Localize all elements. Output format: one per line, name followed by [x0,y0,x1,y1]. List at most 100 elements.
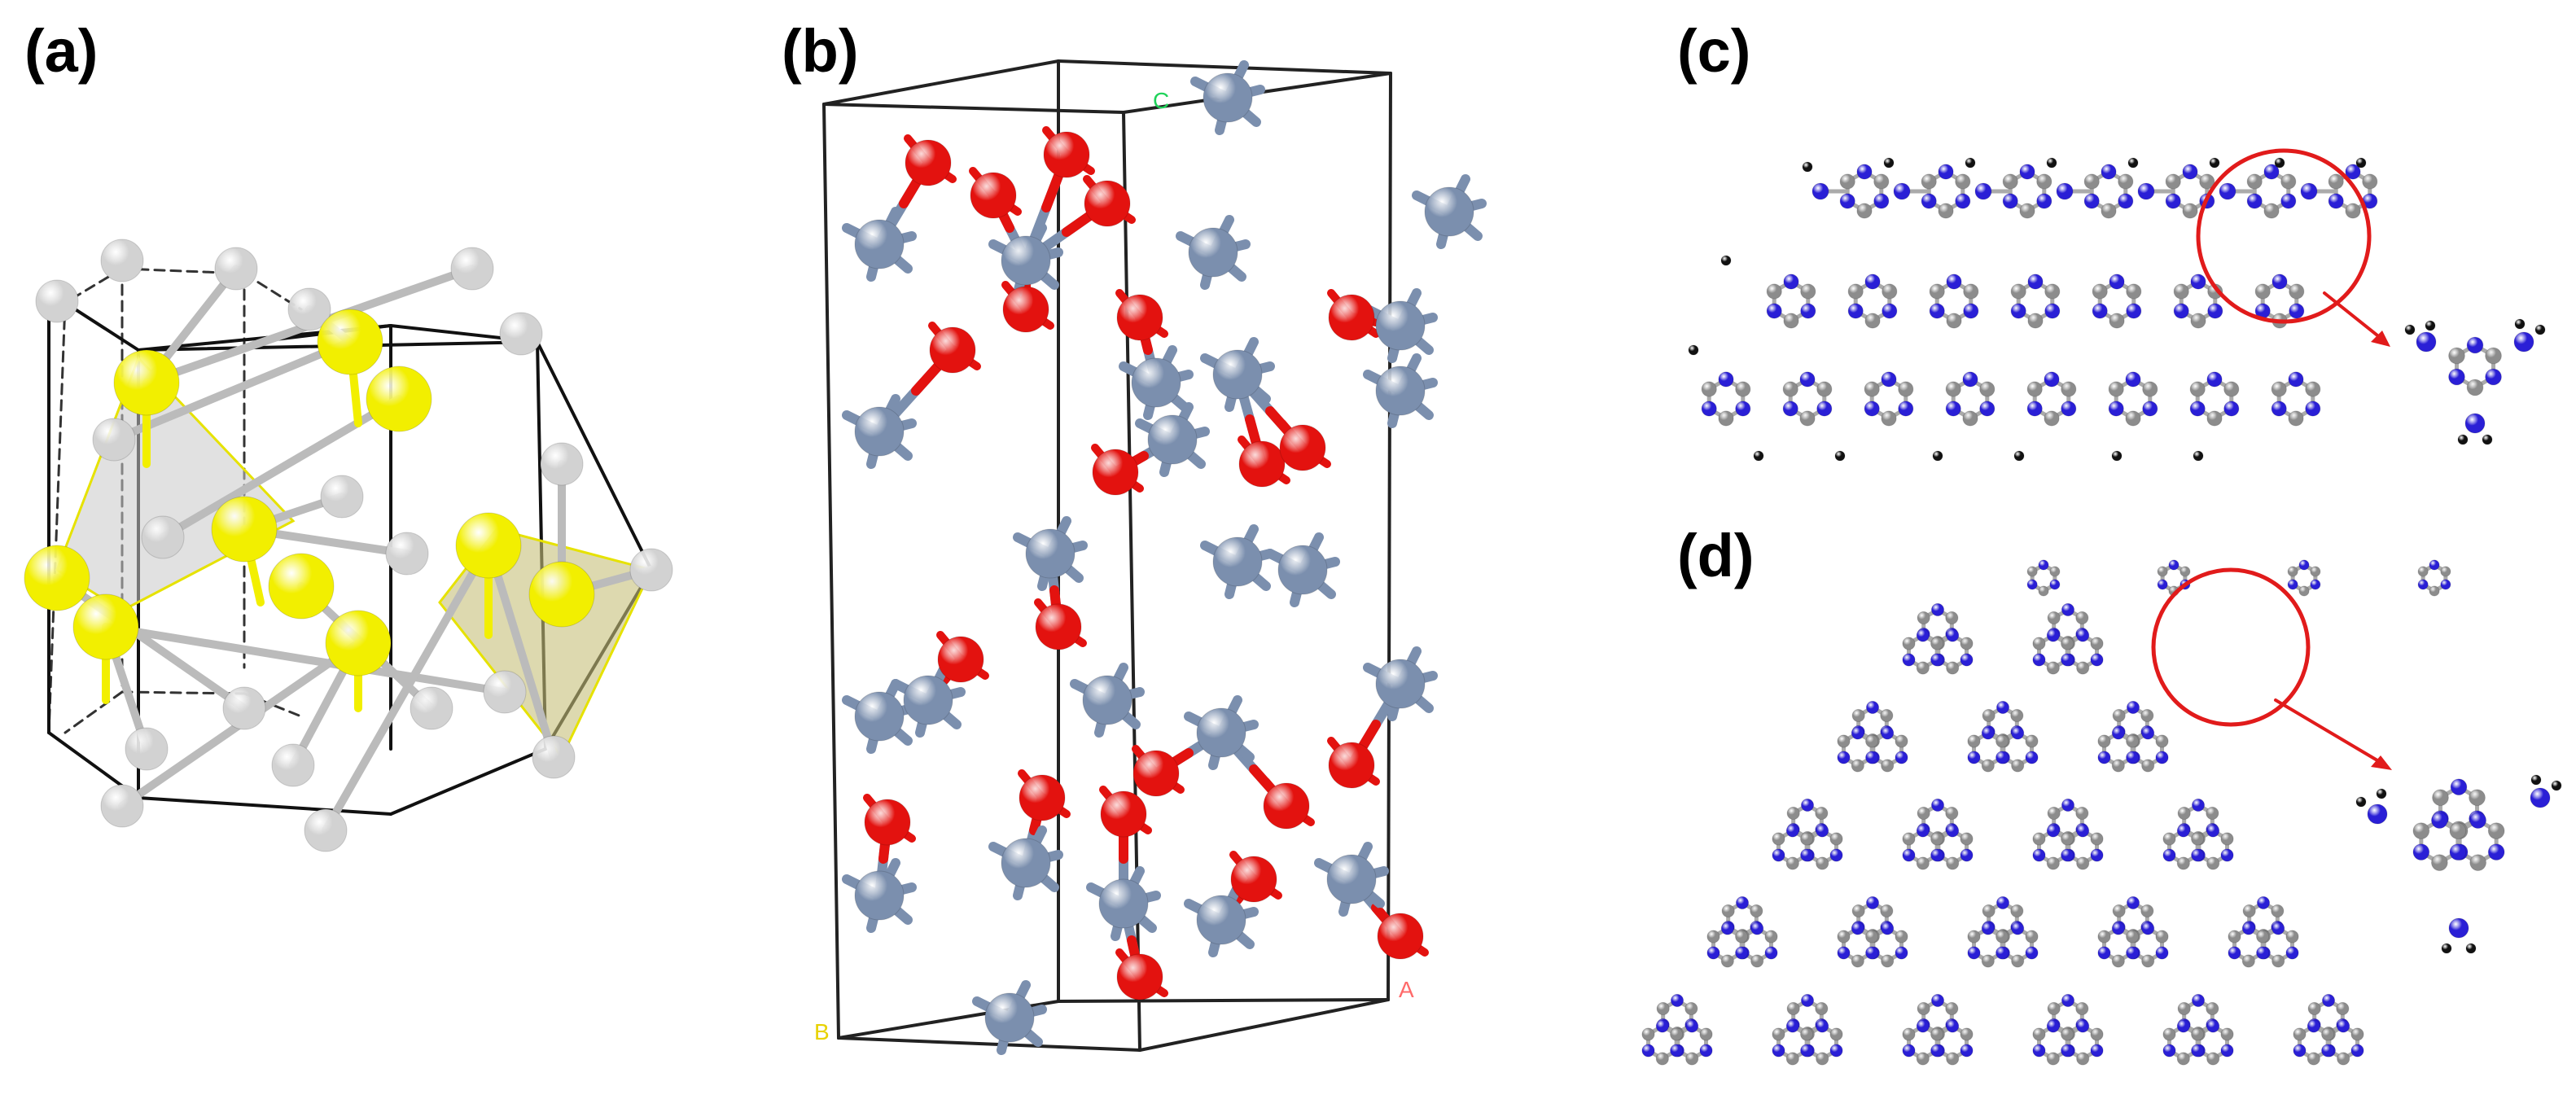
carbon-atom [2417,566,2429,577]
nitrogen-atom [1967,751,1981,764]
nitrogen-atom [2025,751,2039,764]
carbon-atom [2350,1027,2364,1041]
nitrogen-atom [1735,946,1749,960]
metal-atom [35,279,79,323]
carbon-atom [2076,856,2090,870]
carbon-atom [2155,930,2169,944]
carbon-atom [2432,789,2449,807]
nitrogen-atom [2141,726,2155,740]
nitrogen-atom [2207,303,2223,319]
nitrogen-atom [2097,751,2111,764]
nitrogen-atom [1782,401,1798,417]
carbon-atom [2126,930,2140,944]
metal-atom [532,735,576,779]
carbon-atom [2191,1027,2205,1041]
nitrogen-atom [1895,946,1908,960]
hydrogen-atom [2425,320,2436,331]
carbon-atom [2046,661,2060,675]
oxygen-atom [937,636,984,683]
nitrogen-atom [2090,653,2104,667]
carbon-atom [1946,313,1962,329]
carbon-atom [2180,566,2191,577]
nitrogen-atom [1837,946,1851,960]
oxygen-atom [1043,131,1090,178]
metal-atom [1147,414,1198,465]
nitrogen-atom [2142,401,2158,417]
carbon-atom [2126,734,2140,748]
nitrogen-atom [2206,371,2223,387]
carbon-atom [2263,203,2280,219]
carbon-atom [1800,1027,1814,1041]
carbon-atom [2026,381,2043,397]
carbon-atom [1851,954,1864,968]
metal-atom [984,992,1035,1043]
nitrogen-atom [1655,1019,1669,1033]
metal-atom [385,532,429,576]
oxygen-atom [1100,790,1147,838]
amine-nitrogen [2530,787,2551,808]
carbon-atom [1996,734,2009,748]
carbon-atom [1750,954,1764,968]
nitrogen-atom [2011,922,2025,935]
nitrogen-atom [1839,193,1855,209]
unit-cell-edge [1057,998,1390,1003]
carbon-atom [1750,904,1763,918]
nitrogen-atom [2469,812,2487,830]
panel-b: (b) C B A [782,0,1645,1099]
carbon-atom [2010,708,2024,723]
metal-sulfur-bond [322,541,493,834]
nitrogen-atom [1930,653,1944,667]
carbon-atom [1735,381,1751,397]
carbon-atom [2044,410,2060,427]
hydrogen-atom [2530,774,2542,786]
nitrogen-atom [2246,193,2263,209]
nitrogen-atom [2025,946,2039,960]
amine-nitrogen [2137,182,2155,200]
nitrogen-atom [2010,303,2026,319]
carbon-atom [1930,1027,1944,1041]
nitrogen-atom [1865,895,1880,910]
oxygen-atom [1092,449,1139,496]
carbon-atom [1982,708,1996,723]
nitrogen-atom [1816,401,1833,417]
carbon-atom [2228,930,2241,944]
carbon-atom [2449,822,2467,840]
carbon-atom [1996,930,2009,944]
metal-atom [854,406,905,457]
carbon-atom [2026,566,2038,577]
oxygen-atom [1328,294,1375,341]
carbon-atom [2271,904,2285,918]
nitrogen-atom [1766,303,1782,319]
carbon-atom [1706,930,1720,944]
carbon-atom [2289,283,2305,300]
zoom-arrow-icon [2323,291,2387,344]
carbon-atom [2011,954,2025,968]
nitrogen-atom [2307,1019,2320,1033]
oxygen-atom [1019,774,1066,821]
unit-cell-edge [1387,72,1392,1001]
nitrogen-atom [2044,371,2060,387]
nitrogen-atom [2487,843,2505,861]
carbon-atom [2027,313,2044,329]
nitrogen-atom [2162,848,2176,862]
nitrogen-atom [2449,843,2467,861]
nitrogen-atom [2076,1019,2090,1033]
metal-atom [214,247,258,291]
sulfur-atom [211,496,278,563]
carbon-atom [2076,661,2090,675]
hydrogen-atom [2355,157,2367,169]
panel-label-b: (b) [782,17,859,85]
nitrogen-atom [2125,371,2141,387]
carbon-atom [2002,173,2018,190]
metal-atom [1375,300,1426,351]
nitrogen-atom [2026,579,2038,590]
nitrogen-atom [1916,1019,1930,1033]
amine-nitrogen [1812,182,1829,200]
highlight-circle [2196,148,2372,324]
hydrogen-atom [2441,943,2452,954]
carbon-atom [2189,381,2206,397]
nitrogen-atom [1750,922,1764,935]
metal-atom [1375,659,1426,709]
carbon-atom [2112,904,2126,918]
metal-atom [1424,186,1474,237]
